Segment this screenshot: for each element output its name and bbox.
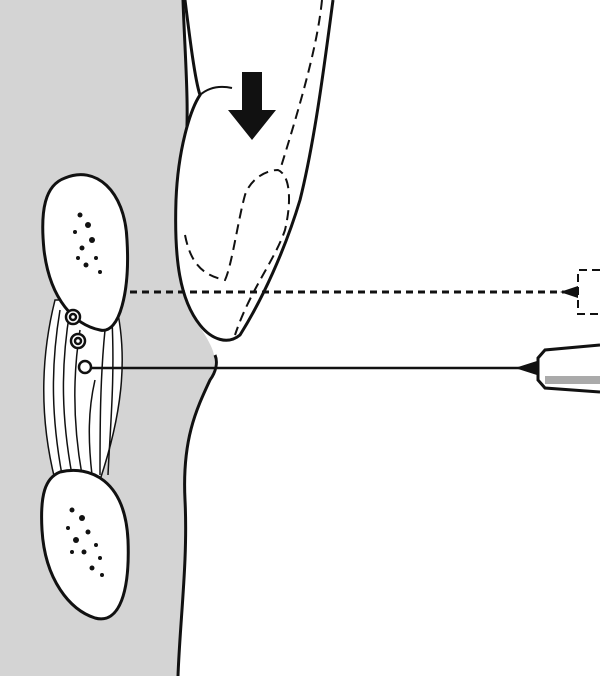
fingernail-outline bbox=[184, 168, 290, 336]
upper-bone bbox=[41, 173, 129, 332]
syringe-tip bbox=[560, 286, 578, 298]
downward-arrow-icon bbox=[228, 72, 276, 140]
needle-syringe-shade bbox=[545, 376, 600, 384]
vessels bbox=[64, 308, 93, 375]
bone-marrow-lower bbox=[66, 507, 104, 577]
needle-hub bbox=[515, 360, 540, 376]
bone-marrow-upper bbox=[73, 212, 102, 274]
lower-bone bbox=[40, 468, 130, 621]
finger-crease bbox=[199, 85, 233, 96]
finger-dashed-edge bbox=[279, 0, 323, 171]
needle-syringe bbox=[536, 343, 600, 394]
syringe-icon bbox=[577, 269, 600, 315]
finger bbox=[174, 0, 335, 342]
